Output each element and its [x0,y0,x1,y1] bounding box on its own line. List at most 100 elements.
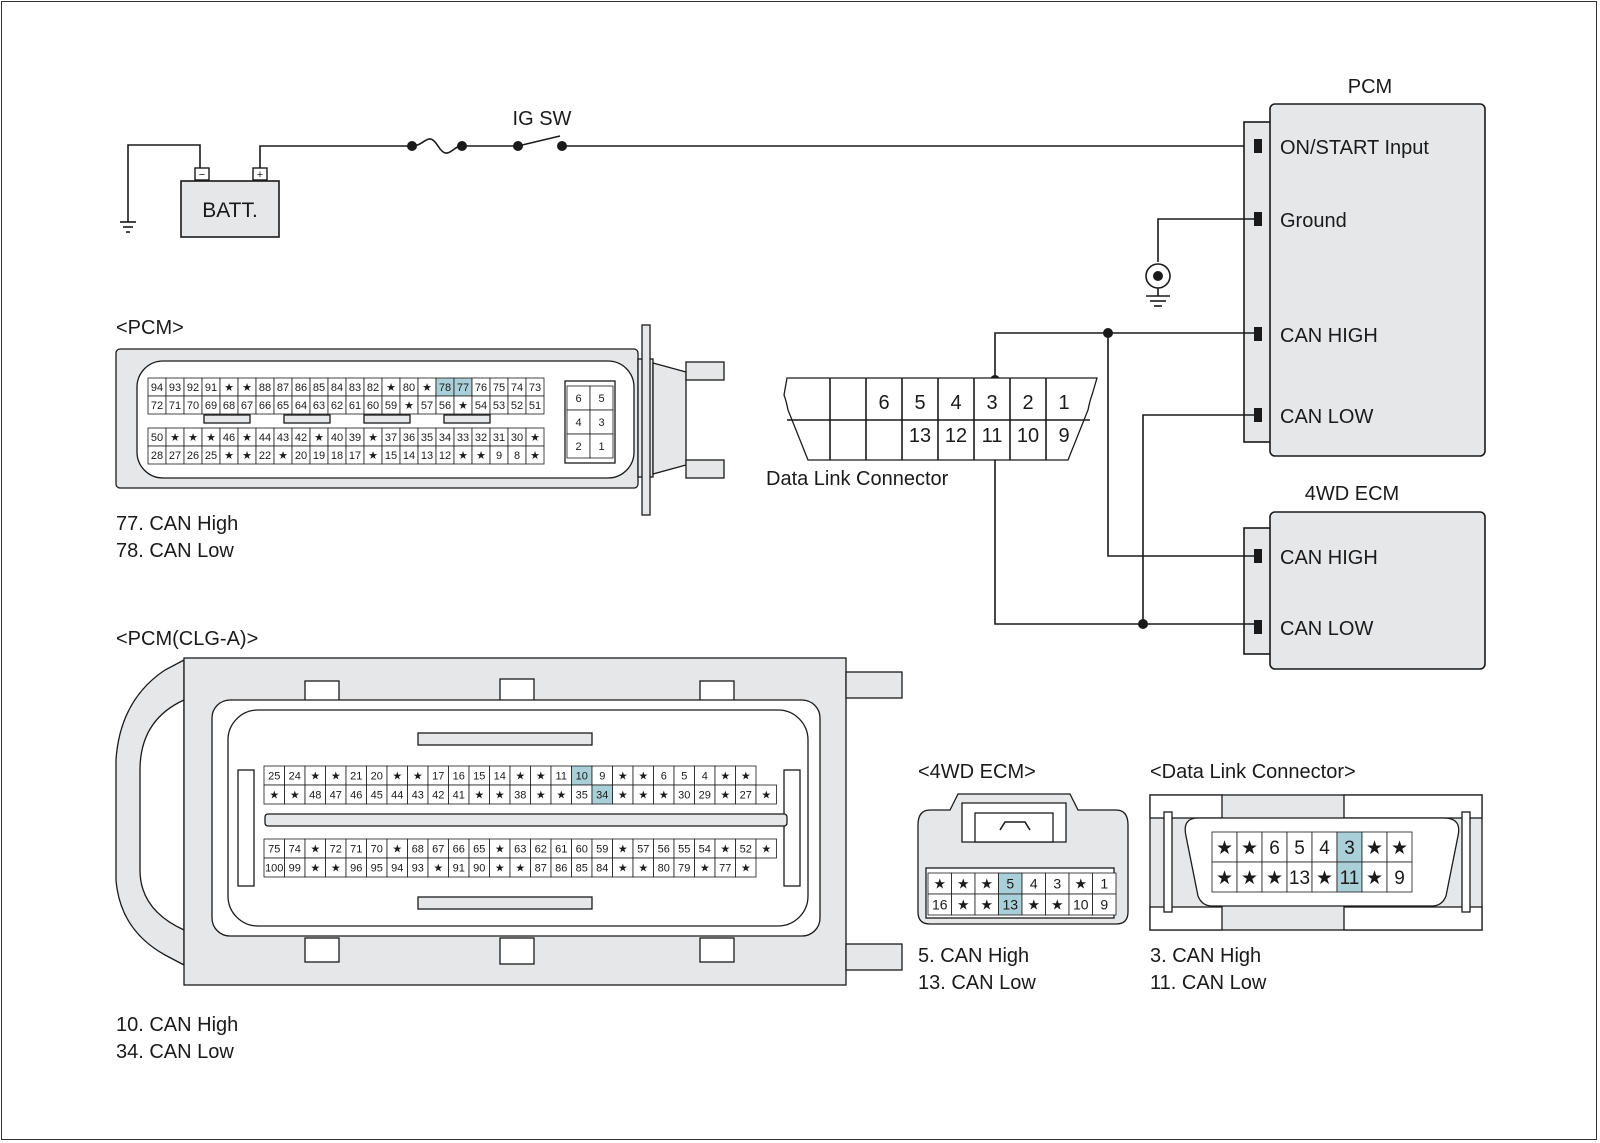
pcm-clg-pin-label: ★ [495,863,505,875]
pcm-side-pin-label: 2 [575,441,581,453]
ecm4wd-pin-label: 10 [1073,897,1089,913]
pcm-pin-label: 87 [277,382,289,394]
pcm-pin-ground: Ground [1280,210,1347,232]
pcm-clg-pin-label: ★ [495,844,505,856]
pcm-clg-pin-label: 70 [371,844,383,856]
ecm4wd-pin-label: 1 [1100,876,1108,892]
pcm-clg-pin-label: 72 [330,844,342,856]
ecm4wd-pin-label: ★ [1027,897,1040,913]
pcm-clg-pin-label: ★ [474,790,484,802]
ecm4wd-pin-label: 16 [932,897,948,913]
pcm-clg-pin-cell [735,857,757,878]
pcm-pin-cell [525,395,545,415]
pcm-clg-pin-label: 27 [740,790,752,802]
pcm-clg-note-can-low: 34. CAN Low [116,1041,234,1063]
pcm-clg-pin-label: 71 [350,844,362,856]
pcm-side-pin-label: 5 [598,393,604,405]
dlc-pin-label: ★ [1216,838,1233,859]
dlc-pin-cell [1211,831,1238,863]
pcm-pin-label: 15 [385,450,397,462]
pcm-clg-pin-label: ★ [618,790,628,802]
pcm-clg-pin-label: 24 [289,771,301,783]
dlc-label: Data Link Connector [766,468,949,490]
dlc-pin-number: 6 [878,392,889,414]
dlc-pin-cell [1336,861,1363,893]
pcm-pin-label: ★ [458,400,468,412]
dlc-pin-label: ★ [1216,868,1233,889]
pcm-clg-pin-label: 14 [494,771,506,783]
dlc-pin-number: 4 [950,392,961,414]
pcm-clg-pin-label: ★ [413,771,423,783]
pcm-clg-pin-label: 87 [535,863,547,875]
dlc-pin-number: 3 [986,392,997,414]
pcm-pin-on-start: ON/START Input [1280,137,1429,159]
pcm-pin-can-high: CAN HIGH [1280,325,1378,347]
pcm-clg-pin-label: 67 [432,844,444,856]
pcm-clg-pin-label: ★ [310,844,320,856]
pcm-pin-label: ★ [314,432,324,444]
pcm-pin-label: 28 [151,450,163,462]
pcm-pin-label: 59 [385,400,397,412]
pcm-pin-label: 39 [349,432,361,444]
pcm-clg-pin-label: 77 [719,863,731,875]
ecm4wd-pin-cell [1092,893,1117,916]
pcm-clg-pin-label: ★ [392,844,402,856]
pcm-note-can-high: 77. CAN High [116,513,238,535]
pcm-clg-pin-label: 41 [453,790,465,802]
pcm-pin-label: 35 [421,432,433,444]
pcm-clg-pin-label: ★ [638,863,648,875]
ecm4wd-pin-label: 9 [1100,897,1108,913]
pcm-pin-label: ★ [458,450,468,462]
pcm-pin-label: 94 [151,382,163,394]
pcm-clg-pin-label: 94 [391,863,403,875]
pcm-clg-pin-label: ★ [638,790,648,802]
pcm-pin-label: 77 [457,382,469,394]
pcm-pin-label: 62 [331,400,343,412]
pcm-pin-label: 8 [514,450,520,462]
ecm4wd-title: 4WD ECM [1305,483,1399,505]
battery-label: BATT. [202,199,258,222]
fuse [411,138,463,154]
pcm-pin-label: 19 [313,450,325,462]
pcm-pin-label: ★ [224,450,234,462]
dlc-pin-cell [1361,831,1388,863]
pcm-side-pin-cell [589,433,614,459]
pcm-pin-label: 65 [277,400,289,412]
pcm-clg-pin-label: 9 [599,771,605,783]
pcm-side-pin-label: 6 [575,393,581,405]
pcm-pin-label: 88 [259,382,271,394]
pcm-pin-label: 30 [511,432,523,444]
pcm-clg-pin-label: ★ [310,863,320,875]
dlc-pin-cell [1286,831,1313,863]
dlc-pin-cell [1311,861,1338,893]
pcm-pin-label: 64 [295,400,307,412]
pcm-pin-label: 85 [313,382,325,394]
pcm-clg-pin-label: 45 [371,790,383,802]
ecm4wd-pin-label: ★ [957,897,970,913]
pcm-pin-label: 32 [475,432,487,444]
dlc-pin-label: ★ [1241,868,1258,889]
pcm-side-pin-label: 4 [575,417,581,429]
pcm-clg-pin-label: ★ [638,771,648,783]
pcm-module: PCM ON/START Input Ground CAN HIGH CAN L… [1145,76,1486,457]
pcm-pin-label: 22 [259,450,271,462]
can-bus-wiring [990,328,1254,629]
pcm-pin-label: ★ [476,450,486,462]
pcm-pin-label: 71 [169,400,181,412]
pcm-pin-label: 60 [367,400,379,412]
pcm-pin-label: 84 [331,382,343,394]
pcm-clg-pin-label: ★ [515,863,525,875]
pcm-pin-label: 31 [493,432,505,444]
pcm-pin-label: 13 [421,450,433,462]
dlc-pin-cell [1361,861,1388,893]
pcm-pin-label: 18 [331,450,343,462]
dlc-pin-label: ★ [1241,838,1258,859]
pcm-clg-pin-label: 4 [702,771,708,783]
pcm-clg-pin-label: 20 [371,771,383,783]
pcm-pin-label: ★ [242,432,252,444]
pcm-pin-label: 27 [169,450,181,462]
